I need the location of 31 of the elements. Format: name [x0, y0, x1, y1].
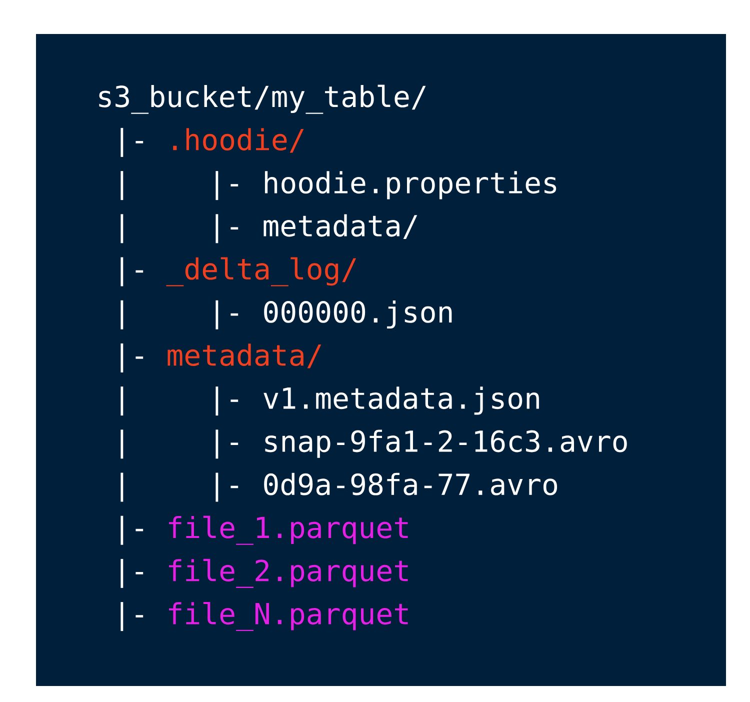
tree-branch-glyph: |: [120, 214, 124, 244]
file-name: file_1.parquet: [168, 516, 408, 545]
file-name: hoodie.properties: [264, 171, 556, 200]
tree-branch-glyph: |: [120, 386, 124, 416]
tree-branch-glyph: |: [120, 171, 124, 200]
file-name: v1.metadata.json: [264, 386, 539, 415]
tree-branch-glyph: |-: [120, 257, 144, 286]
tree-branch-glyph: |: [120, 472, 124, 502]
folder-name: .hoodie/: [173, 128, 304, 153]
file-name: 000000.json: [264, 300, 452, 329]
tree-branch-glyph: |-: [216, 386, 238, 416]
tree-branch-glyph: |-: [216, 214, 238, 244]
tree-branch-glyph: |-: [216, 171, 238, 200]
tree-branch-glyph: |-: [216, 430, 238, 459]
folder-name: metadata/: [168, 344, 322, 368]
tree-branch-glyph: |-: [120, 516, 144, 545]
path-text: s3_bucket/my_table/: [99, 84, 426, 114]
tree-branch-glyph: |: [120, 430, 124, 459]
tree-branch-glyph: |-: [120, 602, 144, 632]
tree-branch-glyph: |-: [216, 300, 238, 330]
tree-branch-glyph: |-: [120, 558, 144, 588]
file-name: snap-9fa1-2-16c3.avro: [265, 430, 627, 458]
tree-branch-glyph: |-: [120, 343, 144, 372]
tree-branch-glyph: |-: [216, 472, 238, 502]
folder-name: _delta_log/: [166, 257, 356, 286]
tree-branch-glyph: |-: [120, 128, 144, 157]
file-name: metadata/: [264, 214, 418, 239]
tree-branch-glyph: |: [120, 300, 124, 330]
file-name: 0d9a-98fa-77.avro: [264, 472, 558, 496]
file-name: file_2.parquet: [168, 558, 408, 588]
file-name: file_N.parquet: [168, 602, 408, 632]
